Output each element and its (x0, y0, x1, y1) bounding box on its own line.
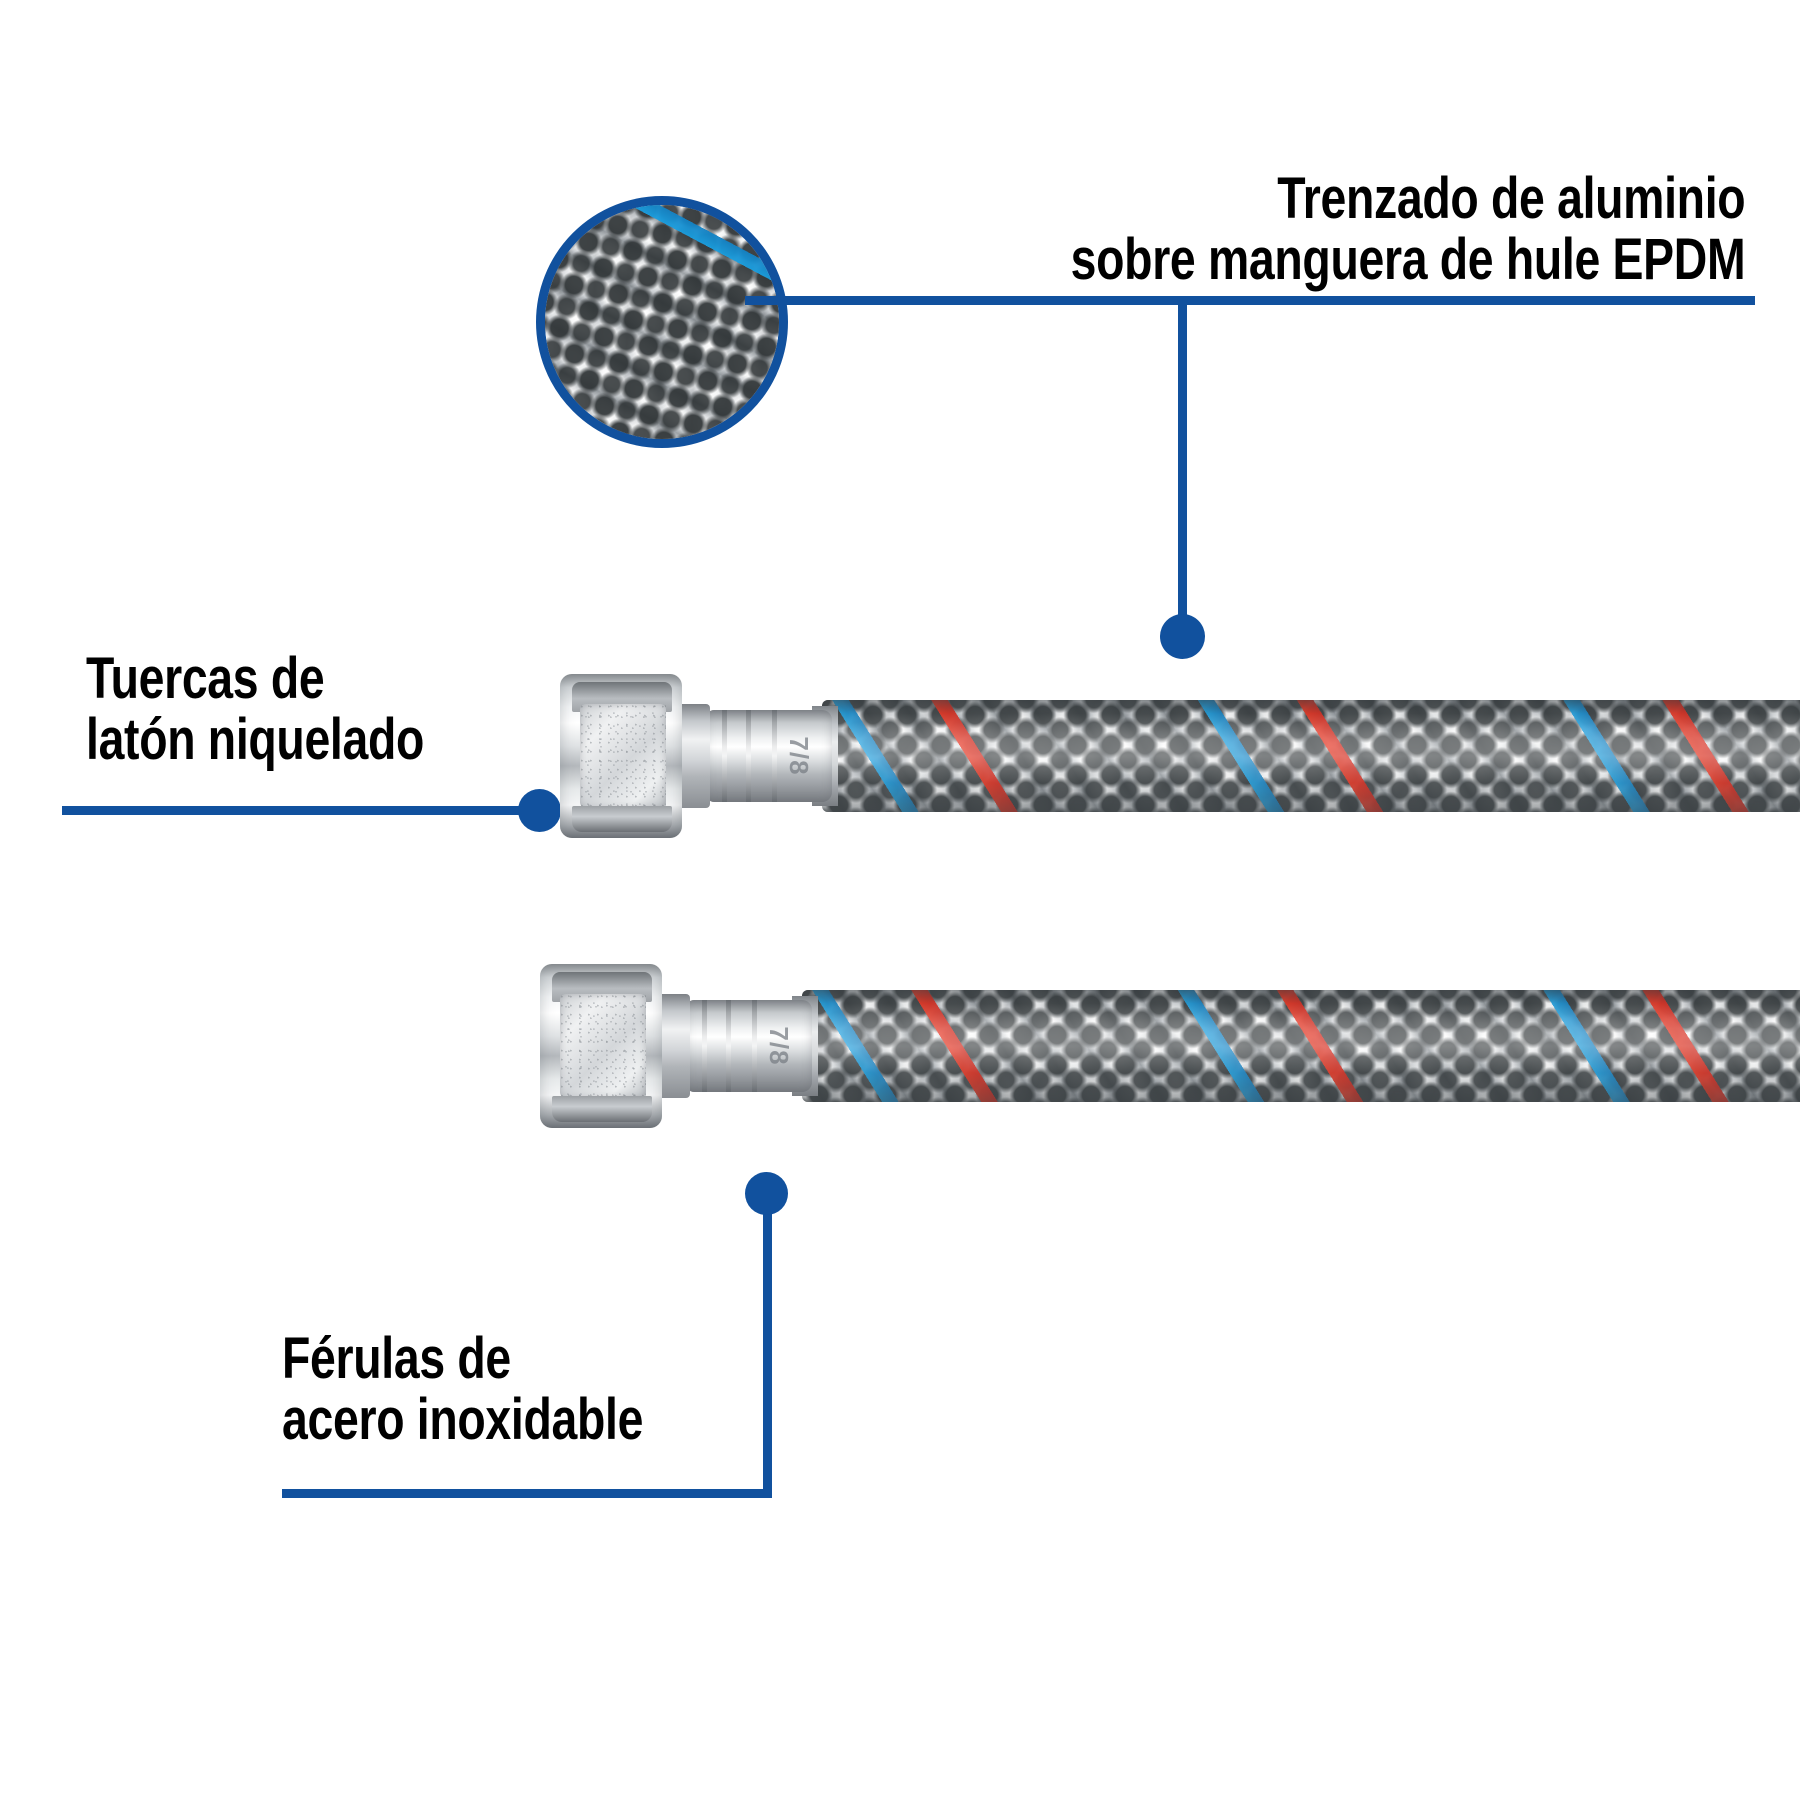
ferrules-leader-horizontal (282, 1489, 772, 1498)
callout-ferrules-line1: Férulas de (282, 1326, 511, 1391)
hose-bottom-ferrule: 7/8 (686, 1000, 812, 1092)
inset-braid-blue-strand (545, 205, 779, 439)
inset-weave-texture (545, 205, 779, 439)
hose-top-braid (822, 700, 1800, 812)
braid-detail-inset (536, 196, 788, 448)
hose-bottom-ferrule-ring-2 (726, 1000, 731, 1092)
hose-top-nut-bevel-bottom (572, 806, 672, 832)
nuts-leader-endpoint-dot (518, 789, 561, 832)
hose-bottom-ferrule-size-mark: 7/8 (763, 1026, 794, 1066)
hose-top-cylinder-shading (822, 700, 1800, 812)
hose-bottom-nut-face (560, 994, 646, 1098)
hose-bottom-nut-bevel-bottom (552, 1096, 652, 1122)
hose-bottom-ferrule-ring-1 (702, 1000, 707, 1092)
inset-braid (545, 205, 779, 439)
hose-bottom-cylinder-shading (802, 990, 1800, 1102)
hose-bottom-brass-nut (540, 964, 662, 1128)
ferrules-leader-vertical (763, 1190, 772, 1495)
hose-top-ferrule-ring-1 (722, 710, 727, 802)
callout-nuts-line2: latón niquelado (86, 707, 425, 773)
hose-bottom-nut-texture (560, 994, 646, 1098)
hose-top-nut-texture (580, 704, 666, 808)
callout-nuts-label: Tuercas de latón niquelado (86, 648, 424, 771)
ferrules-leader-endpoint-dot (745, 1172, 788, 1215)
callout-nuts-line1: Tuercas de (86, 646, 325, 711)
hose-bottom-braid (802, 990, 1800, 1102)
hose-assembly-bottom: 7/8 (540, 964, 1800, 1128)
callout-ferrules-line2: acero inoxidable (282, 1387, 644, 1453)
callout-braid-line1: Trenzado de aluminio (1277, 166, 1745, 231)
hose-top-ferrule-ring-2 (746, 710, 751, 802)
callout-ferrules-label: Férulas de acero inoxidable (282, 1328, 643, 1451)
hose-assembly-top: 7/8 (560, 674, 1800, 838)
hose-top-ferrule-size-mark: 7/8 (783, 736, 814, 776)
hose-bottom-braided-body (802, 990, 1800, 1102)
braid-leader-endpoint-dot (1160, 614, 1205, 659)
hose-top-nut-face (580, 704, 666, 808)
braid-leader-horizontal (745, 296, 1755, 305)
hose-top-ferrule: 7/8 (706, 710, 832, 802)
hose-top-ferrule-ring-3 (772, 710, 777, 802)
hose-bottom-ferrule-ring-3 (752, 1000, 757, 1092)
nuts-leader-horizontal (62, 806, 532, 815)
callout-braid-label: Trenzado de aluminio sobre manguera de h… (1070, 168, 1745, 291)
hose-top-brass-nut (560, 674, 682, 838)
braid-leader-vertical (1178, 296, 1187, 631)
hose-top-braided-body (822, 700, 1800, 812)
callout-braid-line2: sobre manguera de hule EPDM (1070, 227, 1745, 293)
